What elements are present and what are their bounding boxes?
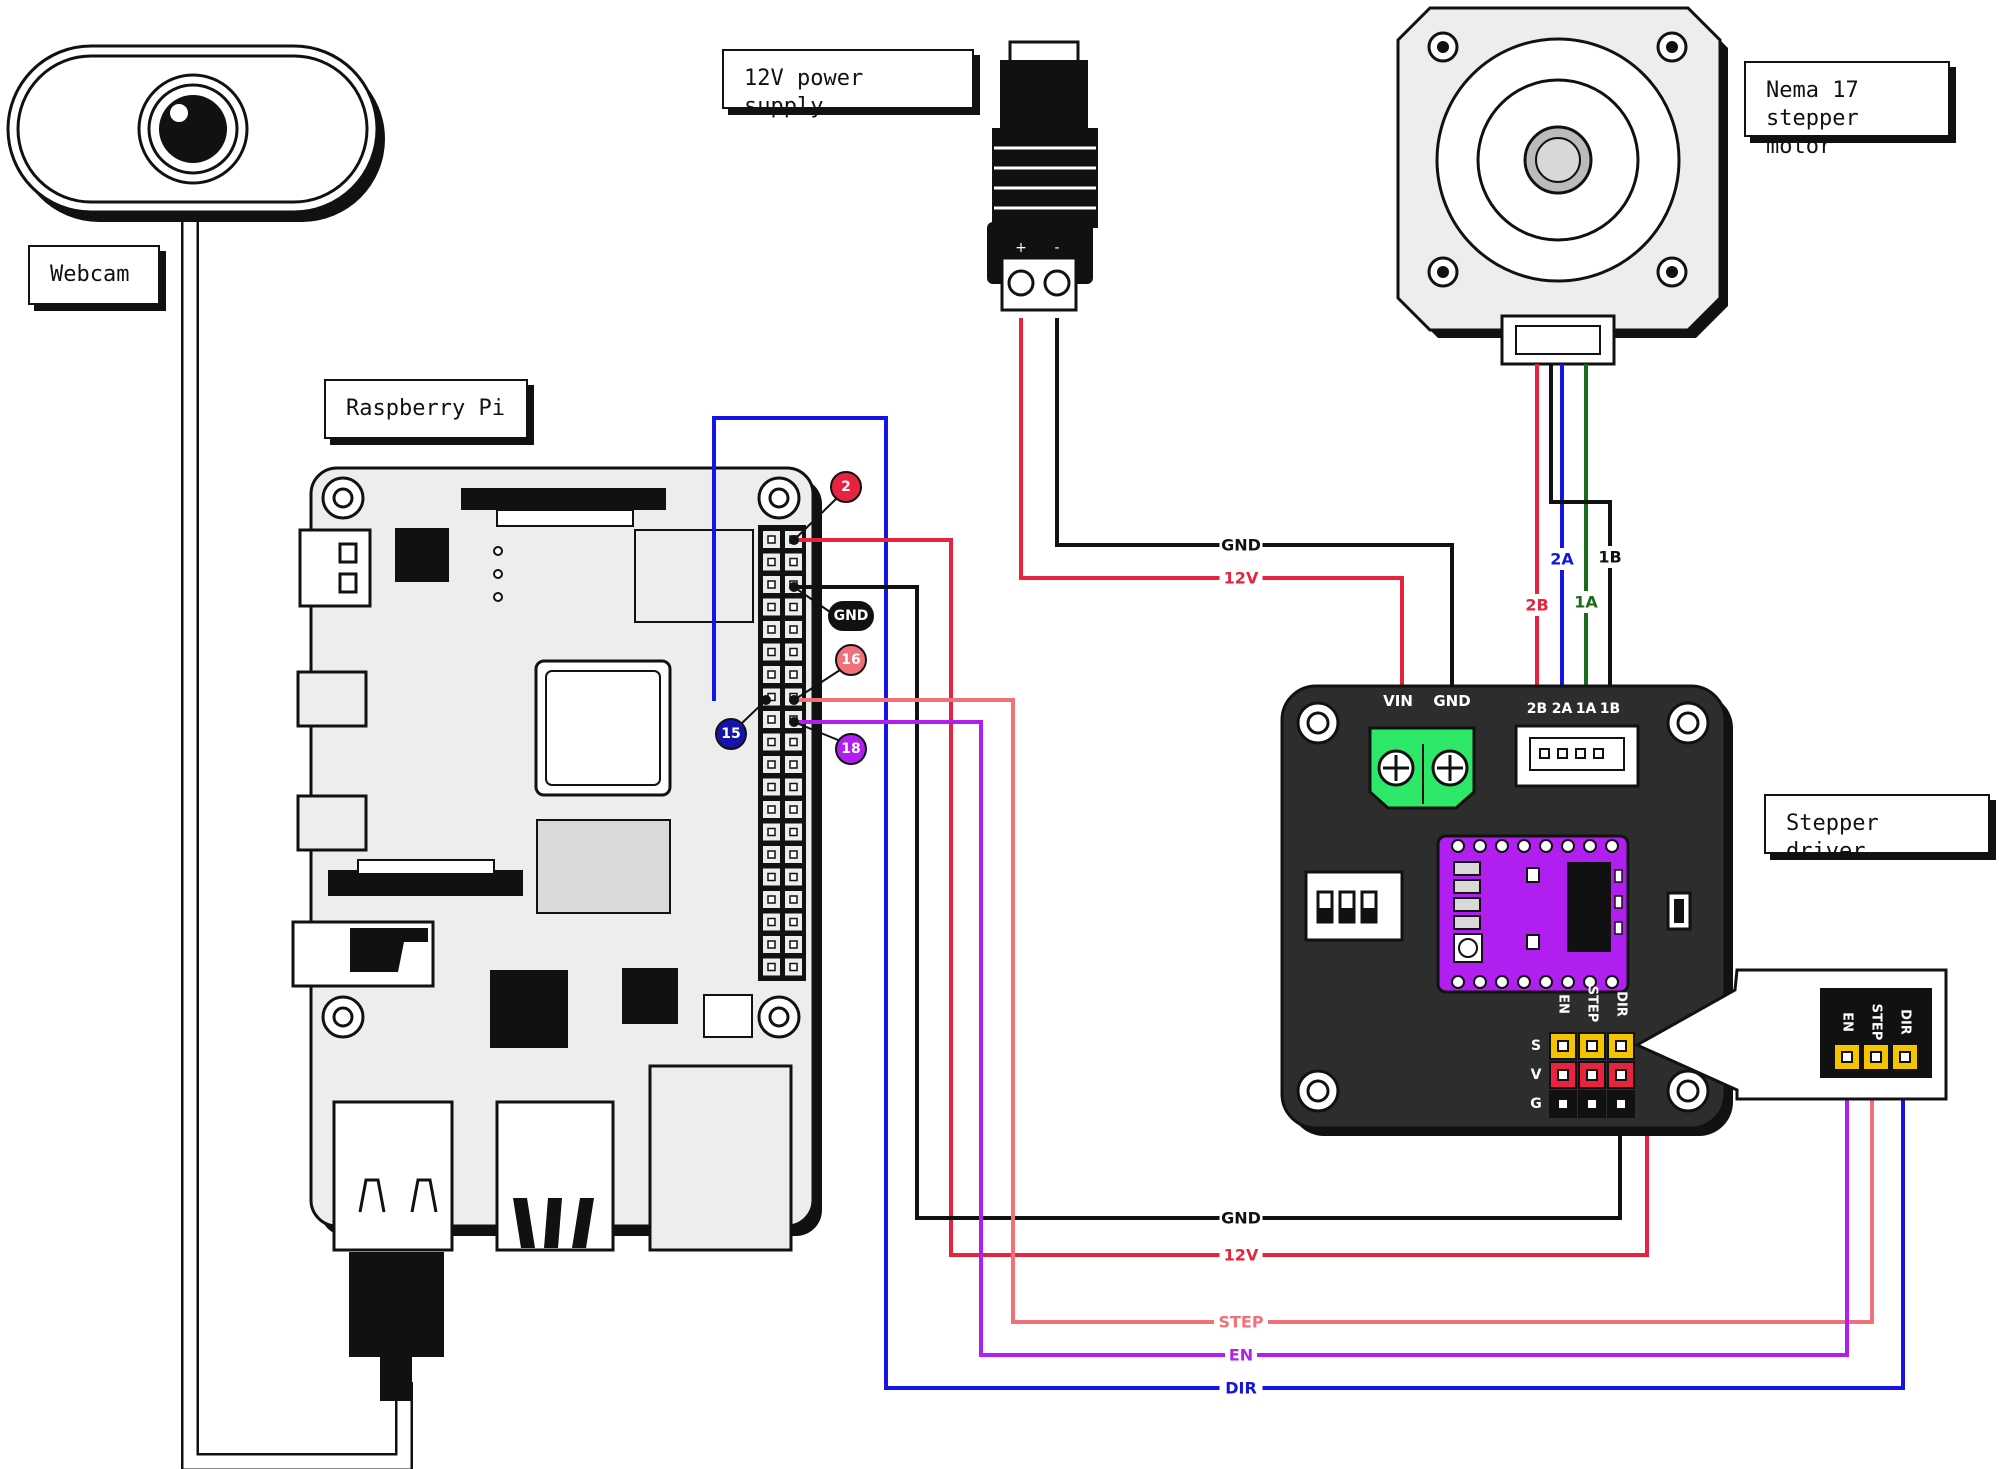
- wire-label-dir: DIR: [1225, 1379, 1257, 1398]
- wire-label-2a: 2A: [1550, 550, 1574, 569]
- wire-label-12v-bottom: 12V: [1224, 1246, 1259, 1265]
- label-stepper-motor: Nema 17 stepper motor: [1744, 61, 1950, 159]
- driver-signal-header: [1549, 1032, 1635, 1118]
- wire: [794, 585, 1622, 1220]
- label-power-supply: 12V power supply: [722, 49, 974, 119]
- driver-coil-label: 1A: [1576, 701, 1597, 717]
- wire-label-1b: 1B: [1598, 548, 1621, 567]
- zoom-header-col-label: STEP: [1869, 1004, 1884, 1041]
- driver-header-col-label: STEP: [1585, 986, 1600, 1023]
- wire: [794, 698, 1874, 1324]
- pin-gnd-label: GND: [834, 608, 869, 624]
- wire-label-en: EN: [1229, 1346, 1253, 1365]
- stepper-driver-board: [1280, 684, 1733, 1136]
- wire: [1549, 364, 1612, 690]
- driver-vin-label: VIN: [1383, 692, 1413, 710]
- wire-label-gnd-bottom: GND: [1221, 1209, 1261, 1228]
- driver-header-row-label: S: [1531, 1038, 1541, 1054]
- webcam: [6, 44, 413, 1469]
- label-raspberry-pi: Raspberry Pi: [324, 379, 528, 439]
- pin-18-label: 18: [841, 741, 860, 757]
- driver-gnd-label: GND: [1433, 692, 1470, 710]
- gpio-header: [758, 525, 806, 981]
- zoom-header-col-label: EN: [1840, 1012, 1855, 1032]
- driver-coil-label: 1B: [1600, 701, 1620, 717]
- driver-header-col-label: DIR: [1614, 991, 1629, 1017]
- zoom-header-col-label: DIR: [1898, 1009, 1913, 1035]
- power-jack: + -: [987, 40, 1098, 312]
- wire: [1055, 318, 1454, 690]
- wire-label-step: STEP: [1218, 1313, 1263, 1332]
- header-zoom-callout: EN STEP DIR: [1633, 968, 1948, 1101]
- driver-coil-label: 2B: [1527, 701, 1547, 717]
- driver-coil-label: 2A: [1552, 701, 1573, 717]
- jack-minus-label: -: [1054, 240, 1059, 256]
- wire-labels: GND 12V 2A 1B 2B 1A GND 12V STEP EN DIR: [1214, 534, 1626, 1399]
- stepper-motor: [1396, 6, 1728, 366]
- driver-header-col-label: EN: [1556, 994, 1571, 1014]
- wire: [712, 416, 1905, 1390]
- label-stepper-driver: Stepper driver: [1764, 794, 1990, 864]
- driver-header-row-label: G: [1530, 1096, 1542, 1112]
- pin-16-label: 16: [841, 652, 860, 668]
- wire-label-2b: 2B: [1525, 596, 1548, 615]
- wire-label-12v-top: 12V: [1224, 569, 1259, 588]
- wire-label-gnd-top: GND: [1221, 536, 1261, 555]
- jack-plus-label: +: [1015, 240, 1027, 256]
- raspberry-pi-board: [291, 466, 822, 1401]
- label-webcam: Webcam: [28, 245, 160, 305]
- wire: [794, 720, 1849, 1357]
- pin-2-label: 2: [841, 479, 851, 495]
- wire: [1019, 318, 1404, 690]
- wire-label-1a: 1A: [1574, 593, 1598, 612]
- pin-15-label: 15: [721, 726, 740, 742]
- driver-header-row-label: V: [1531, 1067, 1542, 1083]
